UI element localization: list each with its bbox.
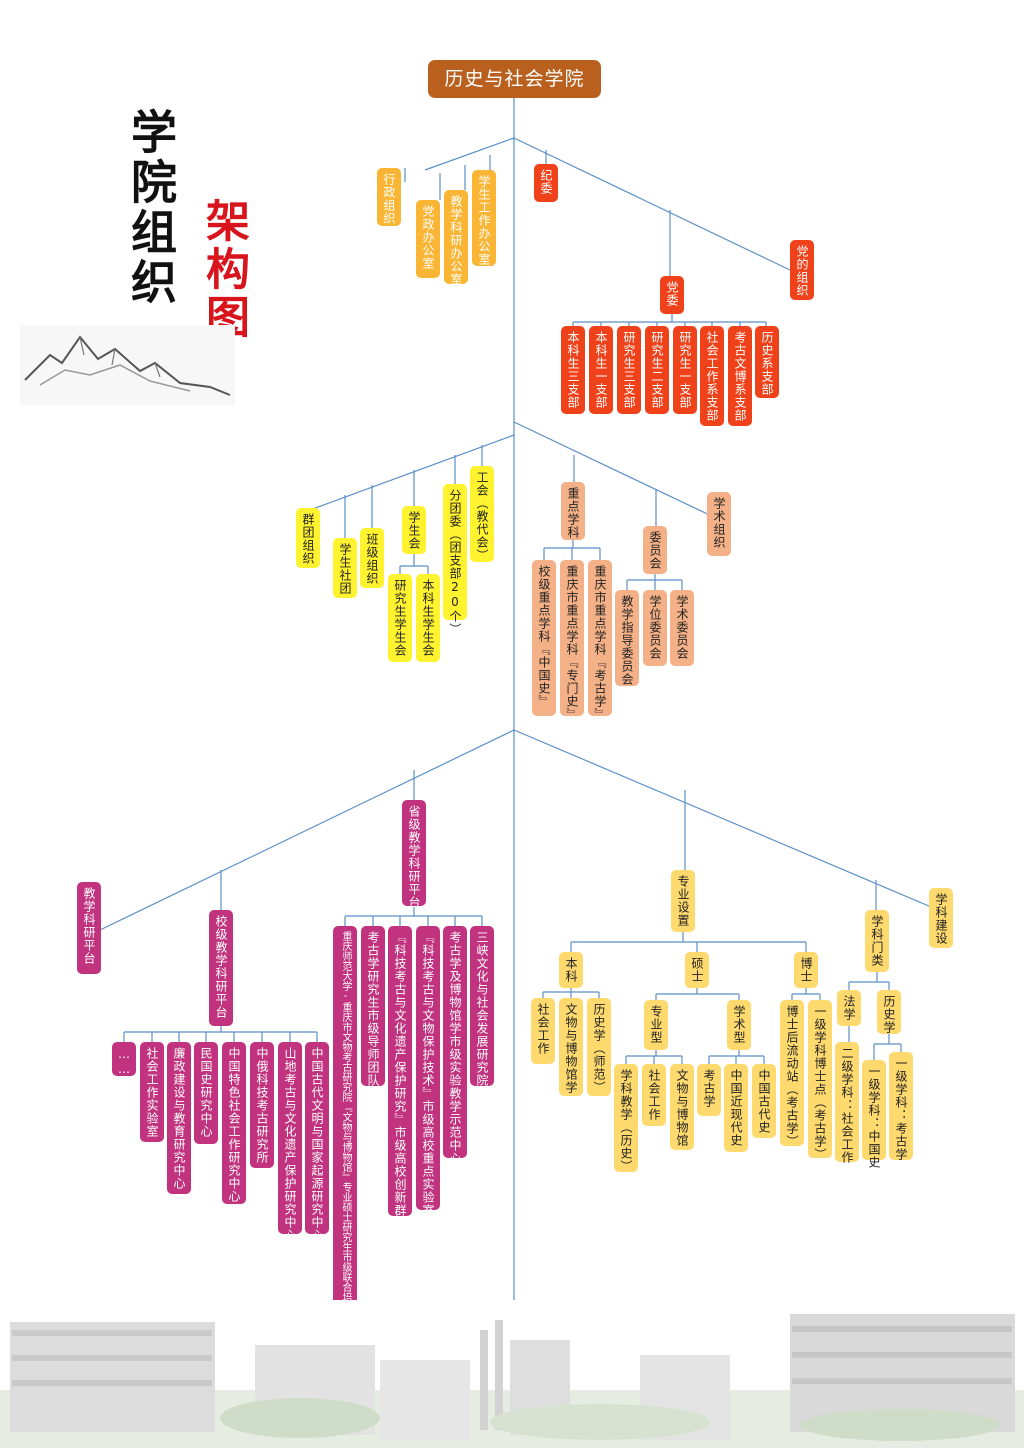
node-party-branch: 研究生二支部 [645,326,669,414]
node-school-platform-item: 中俄科技考古研究所 [250,1042,274,1168]
node-doctor-item: 博士后流动站（考古学） [780,1000,804,1148]
node-doctor: 博士 [794,952,818,988]
node-admin-office-1: 党政办公室 [416,200,440,278]
node-party-branch: 研究生三支部 [617,326,641,414]
node-committees: 委员会 [643,526,667,574]
node-ug-major: 文物与博物馆学 [559,998,583,1096]
node-history: 历史学 [877,990,901,1034]
node-discipline-committee: 纪委 [534,164,558,202]
node-committee-item: 教学指导委员会 [615,590,639,686]
node-school-platform-item: 廉政建设与教育研究中心 [167,1042,191,1194]
node-law: 法学 [837,990,861,1026]
node-party-branch: 本科生三支部 [561,326,585,414]
node-key-disciplines: 重点学科 [561,482,585,540]
root-node: 历史与社会学院 [428,60,601,98]
node-professional-major: 文物与博物馆 [670,1064,694,1150]
node-professional-major: 社会工作 [642,1064,666,1126]
node-party-branch: 历史系支部 [755,326,779,398]
node-law-subject: 二级学科：社会工作 [835,1042,859,1164]
node-admin-office-2: 教学科研办公室 [444,190,468,286]
title-line-1: 学院组织 [124,108,178,308]
node-ug-major: 社会工作 [531,998,555,1064]
node-school-platform-item: 中国古代文明与国家起源研究中心 [305,1042,329,1242]
node-class-organization: 班级组织 [360,528,384,588]
node-provincial-platform-item: 考古学研究生市级导师团队 [361,926,385,1087]
node-grad-student-union: 研究生学生会 [388,574,412,662]
node-professional-type: 专业型 [644,1000,668,1050]
mountain-ink-icon [20,325,235,405]
node-provincial-platform-item: 『科技考古与文化遗产保护研究』市级高校创新群体 [388,926,412,1230]
node-school-platform-item: 中国特色社会工作研究中心 [222,1042,246,1204]
node-discipline-categories: 学科门类 [865,910,889,972]
node-party-branch: 社会工作系支部 [700,326,724,426]
node-academic-major: 考古学 [697,1064,721,1116]
node-school-platform-item: 社会工作实验室 [140,1042,164,1142]
node-provincial-platform-item: 重庆师范大学-重庆市文物考古研究院『文物与博物馆』专业硕士研究生市级联合培养基地 [333,926,357,1332]
node-provincial-platform: 省级教学科研平台 [402,800,426,909]
node-history-subject: 一级学科：中国史 [862,1060,886,1169]
node-student-union: 学生会 [402,506,426,554]
node-academic-major: 中国近现代史 [724,1064,748,1152]
node-key-discipline-item: 重庆市重点学科『考古学』 [588,560,612,721]
node-ug-student-union: 本科生学生会 [416,574,440,662]
node-undergrad: 本科 [559,952,583,988]
node-academic-type: 学术型 [727,1000,751,1050]
node-professional-major: 学科教学（历史） [614,1064,638,1173]
node-provincial-platform-item: 『科技考古与文物保护技术』市级高校重点实验室 [416,926,440,1217]
node-committee-item: 学术委员会 [670,590,694,666]
node-academic-major: 中国古代史 [752,1064,776,1138]
node-discipline-construction: 学科建设 [929,888,953,948]
node-provincial-platform-item: 考古学及博物馆学市级实验教学示范中心 [443,926,467,1165]
node-mass-group: 群团组织 [296,508,320,568]
node-party-branch: 研究生一支部 [673,326,697,414]
node-teaching-platform: 教学科研平台 [77,882,101,974]
node-school-platform: 校级教学科研平台 [209,910,233,1026]
node-party-branch: 考古文博系支部 [728,326,752,426]
node-history-subject: 一级学科：考古学 [889,1052,913,1161]
node-major-setting: 专业设置 [671,870,695,932]
node-key-discipline-item: 校级重点学科『中国史』 [532,560,556,716]
node-provincial-platform-item: 三峡文化与社会发展研究院 [470,926,494,1087]
campus-buildings-icon [0,1300,1024,1448]
node-party-organization: 党的组织 [790,240,814,300]
node-league-committee: 分团委（团支部20个） [443,484,467,636]
node-party-branch: 本科生一支部 [589,326,613,414]
node-admin-office-3: 学生工作办公室 [472,170,496,266]
node-master: 硕士 [685,952,709,988]
node-committee-item: 学位委员会 [643,590,667,666]
node-doctor-item: 一级学科博士点（考古学） [808,1000,832,1161]
title-line-2: 架构图 [198,198,249,342]
node-academic-organization: 学术组织 [707,492,731,556]
node-admin-group: 行政组织 [377,168,401,226]
node-school-platform-item: 民国史研究中心 [194,1042,218,1144]
node-school-platform-item: …… [112,1042,136,1077]
node-ug-major: 历史学（师范） [587,998,611,1096]
node-student-society: 学生社团 [333,538,357,598]
node-labor-union: 工会（教代会） [470,466,494,562]
node-key-discipline-item: 重庆市重点学科『专门史』 [560,560,584,721]
node-party-committee: 党委 [660,276,684,314]
node-school-platform-item: 山地考古与文化遗产保护研究中心 [278,1042,302,1242]
